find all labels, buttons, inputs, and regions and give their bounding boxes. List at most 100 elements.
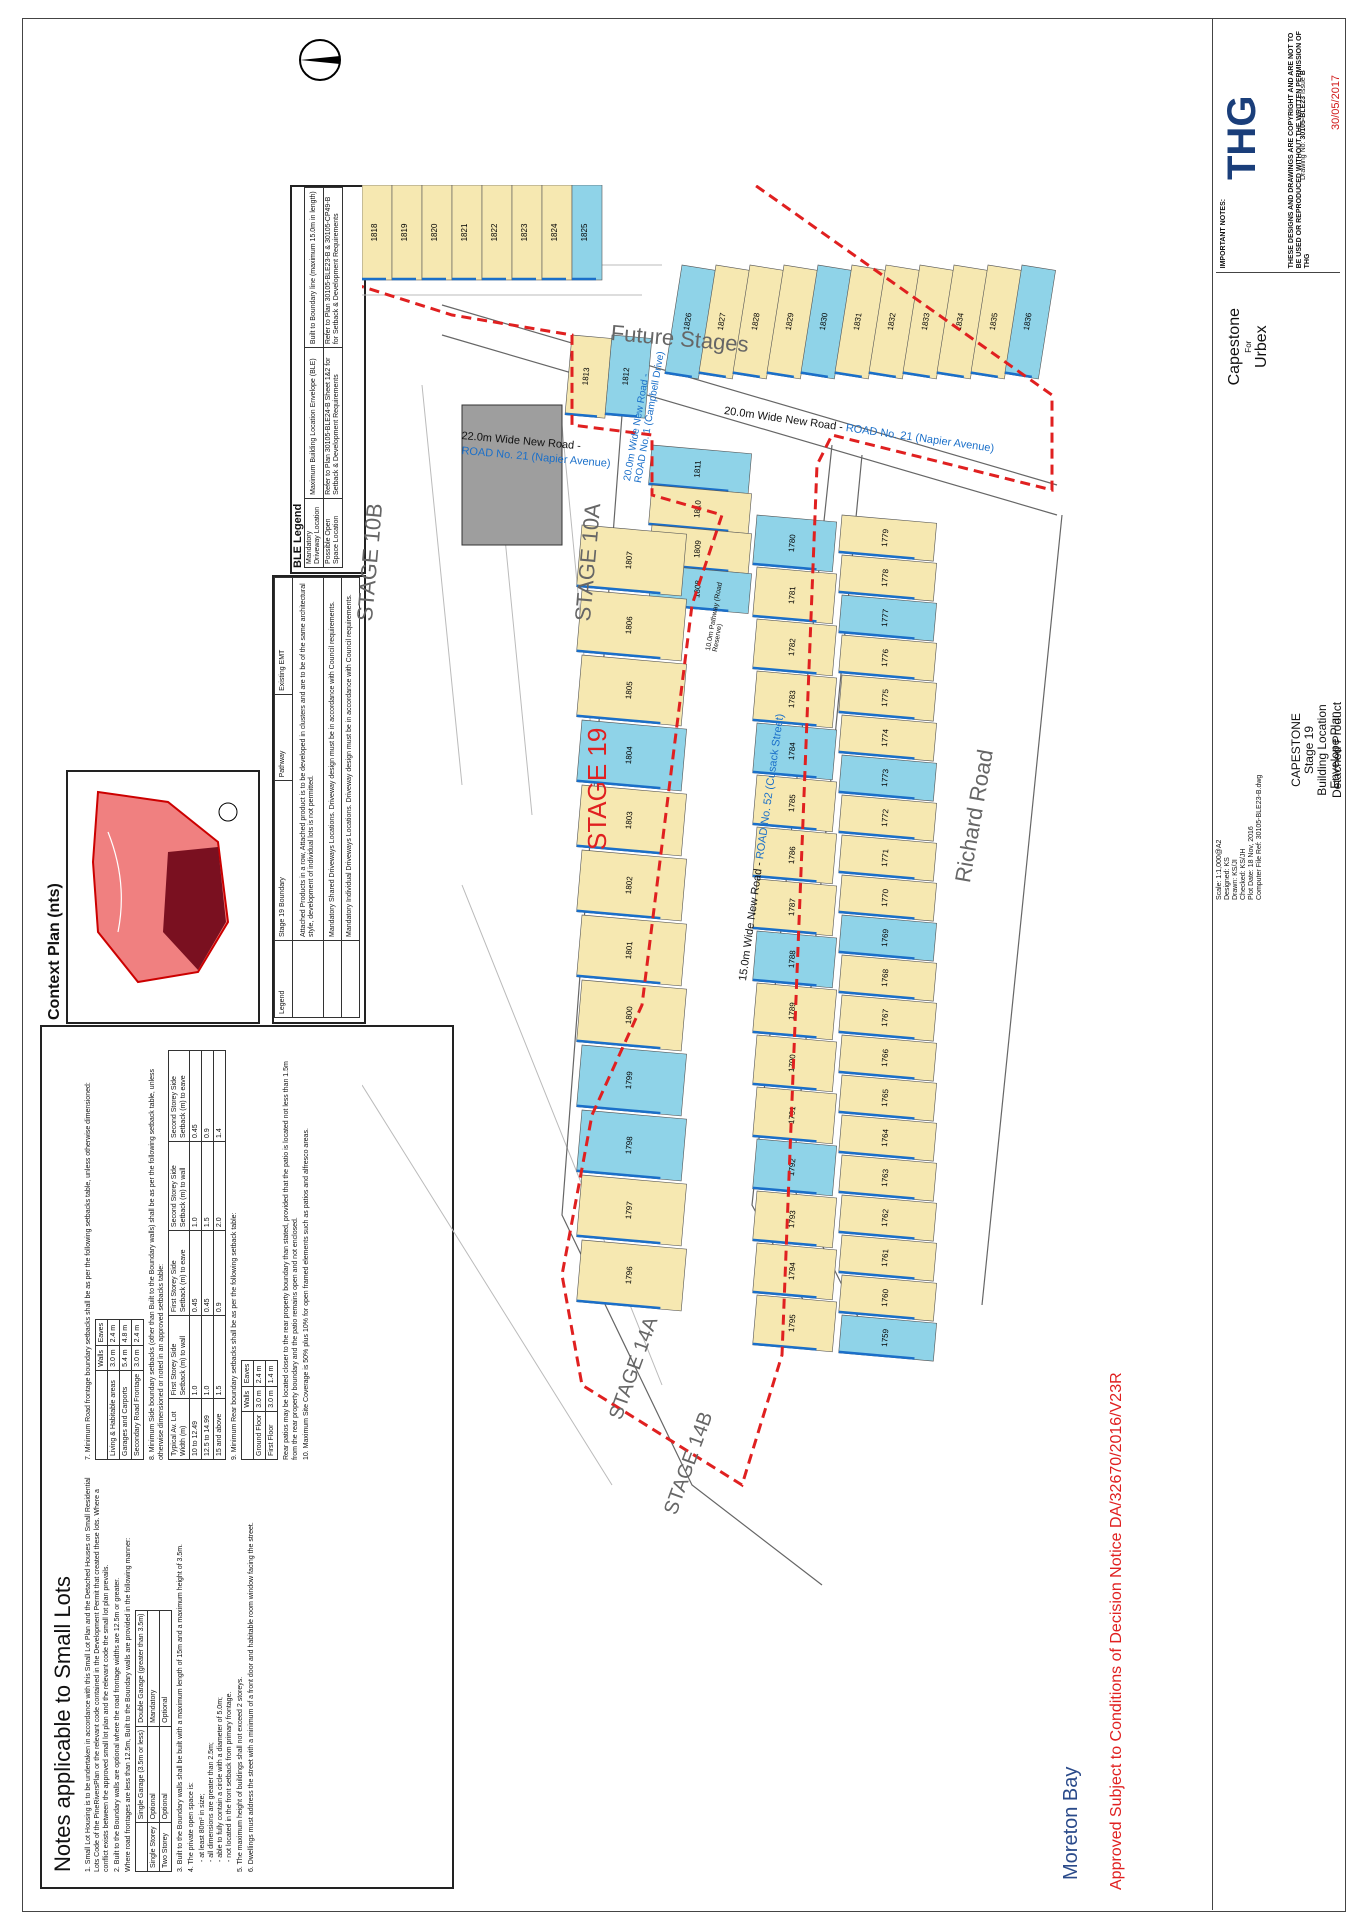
svg-text:1793: 1793: [787, 1209, 798, 1228]
svg-text:1824: 1824: [550, 223, 559, 241]
notes-title: Notes applicable to Small Lots: [50, 1576, 75, 1872]
context-map: [91, 790, 238, 984]
note-rear-patio: Rear patios may be located closer to the…: [283, 1061, 299, 1460]
context-developed: [163, 847, 226, 970]
svg-text:1811: 1811: [692, 460, 703, 478]
note-5: 5. The maximum height of buildings shall…: [237, 1676, 244, 1872]
lot-1818: 1818: [362, 185, 393, 281]
lot-1788: 1788: [752, 930, 838, 989]
lot-1765: 1765: [838, 1074, 937, 1122]
svg-text:1829: 1829: [784, 312, 796, 332]
lot-1802: 1802: [576, 849, 687, 922]
lot-1813: 1813: [564, 334, 613, 419]
svg-text:1822: 1822: [490, 223, 499, 241]
svg-text:1776: 1776: [880, 648, 891, 667]
svg-text:1767: 1767: [880, 1008, 891, 1027]
notes-panel: [40, 1025, 454, 1889]
lot-1823: 1823: [511, 185, 543, 281]
svg-text:1780: 1780: [787, 533, 798, 552]
lot-1773: 1773: [838, 754, 937, 802]
lot-1782: 1782: [752, 618, 838, 677]
note-2b: Where road frontages are less than 12.5m…: [125, 1537, 132, 1872]
lot-1770: 1770: [838, 874, 937, 922]
svg-text:1777: 1777: [880, 608, 891, 627]
svg-text:1799: 1799: [624, 1070, 635, 1089]
lot-1793: 1793: [752, 1190, 838, 1249]
svg-text:1795: 1795: [787, 1313, 798, 1332]
svg-text:1798: 1798: [624, 1135, 635, 1154]
note-9: 9. Minimum Rear boundary setbacks shall …: [231, 1212, 238, 1460]
lot-1783: 1783: [752, 670, 838, 729]
svg-text:1764: 1764: [880, 1128, 891, 1147]
svg-text:1772: 1772: [880, 808, 891, 827]
svg-text:1778: 1778: [880, 568, 891, 587]
context-title: Context Plan (nts): [46, 883, 63, 1020]
lot-1824: 1824: [541, 185, 573, 281]
svg-text:1769: 1769: [880, 928, 891, 947]
lot-1764: 1764: [838, 1114, 937, 1162]
council-logo: Moreton Bay: [1060, 1766, 1082, 1880]
lot-1822: 1822: [481, 185, 513, 281]
road-richard: [981, 514, 1063, 1306]
svg-text:1813: 1813: [581, 367, 592, 386]
svg-text:1797: 1797: [624, 1200, 635, 1219]
svg-text:1781: 1781: [787, 585, 798, 604]
client-name: Urbex: [1253, 325, 1270, 369]
svg-text:1774: 1774: [880, 728, 891, 747]
svg-text:1765: 1765: [880, 1088, 891, 1107]
label-stage-19: STAGE 19: [582, 727, 612, 850]
lot-1766: 1766: [838, 1034, 937, 1082]
svg-text:1763: 1763: [880, 1168, 891, 1187]
lot-1812: 1812: [604, 334, 653, 419]
lot-1761: 1761: [838, 1234, 937, 1282]
svg-text:1803: 1803: [624, 810, 635, 829]
svg-text:1806: 1806: [624, 615, 635, 634]
svg-text:1779: 1779: [880, 528, 891, 547]
lot-1821: 1821: [451, 185, 483, 281]
lot-1772: 1772: [838, 794, 937, 842]
svg-text:1802: 1802: [624, 875, 635, 894]
title-block: [1212, 18, 1343, 1910]
svg-text:1831: 1831: [852, 312, 864, 332]
lot-1780: 1780: [752, 514, 838, 573]
lot-1763: 1763: [838, 1154, 937, 1202]
svg-text:1800: 1800: [624, 1005, 635, 1024]
svg-text:1808: 1808: [692, 579, 703, 598]
lot-1811: 1811: [648, 444, 752, 494]
title-block-details: Scale: 1:1,000@A2 Designed: KS Drawn: KS…: [1216, 774, 1263, 900]
lot-1820: 1820: [421, 185, 453, 281]
project-name: Capestone: [1226, 308, 1243, 386]
svg-text:1761: 1761: [880, 1248, 891, 1267]
svg-text:1792: 1792: [787, 1157, 798, 1176]
svg-text:1823: 1823: [520, 223, 529, 241]
svg-text:1794: 1794: [787, 1261, 798, 1280]
drawing-number: Drawing No: 30105-BLE23 Issue B: [1300, 70, 1307, 180]
legend-box: [272, 575, 366, 1024]
lot-1771: 1771: [838, 834, 937, 882]
ble-legend-title: BLE Legend: [292, 503, 304, 568]
lot-1797: 1797: [576, 1174, 687, 1247]
lot-1825: 1825: [571, 185, 603, 281]
lot-1767: 1767: [838, 994, 937, 1042]
road-napier-north: [441, 304, 1058, 486]
ble-legend-box: [290, 185, 366, 574]
lot-1776: 1776: [838, 634, 937, 682]
lot-1774: 1774: [838, 714, 937, 762]
svg-text:1832: 1832: [886, 312, 898, 332]
approval-notice: Approved Subject to Conditions of Decisi…: [1108, 1372, 1125, 1890]
svg-text:1766: 1766: [880, 1048, 891, 1067]
svg-text:1828: 1828: [750, 312, 762, 332]
lot-1800: 1800: [576, 979, 687, 1052]
lot-1769: 1769: [838, 914, 937, 962]
svg-text:1788: 1788: [787, 949, 798, 968]
svg-text:1771: 1771: [880, 848, 891, 867]
svg-text:1835: 1835: [988, 312, 1000, 332]
lot-1775: 1775: [838, 674, 937, 722]
lot-1785: 1785: [752, 774, 838, 833]
svg-text:1760: 1760: [880, 1288, 891, 1307]
svg-text:1809: 1809: [692, 539, 703, 558]
north-arrow-icon: [299, 39, 341, 81]
